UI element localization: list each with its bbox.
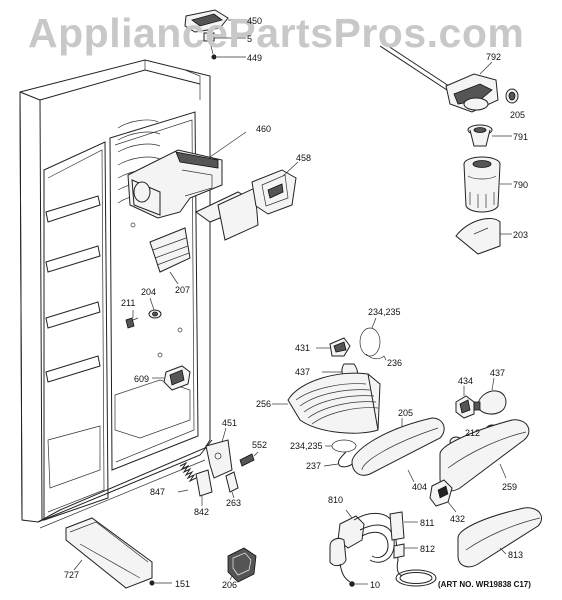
parts-434-437-212-259 [439,377,530,492]
callout-10: 10 [370,580,381,590]
callout-792: 792 [486,52,502,62]
part-609-bracket [152,365,191,391]
callout-842: 842 [194,507,210,517]
callout-790: 790 [513,180,529,190]
callout-458: 458 [296,153,312,163]
callout-259: 259 [502,482,518,492]
parts-810-811-812-harness [329,509,437,587]
part-432-switch [429,479,457,513]
callout-449: 449 [247,53,263,63]
callout-234-235: 234,235 [368,307,401,317]
callout-205-lower: 205 [398,408,414,418]
callout-437: 437 [295,367,311,377]
callout-847: 847 [150,487,166,497]
callout-811: 811 [420,518,435,528]
callout-813: 813 [508,550,524,560]
callout-404: 404 [412,482,428,492]
callout-791: 791 [513,132,529,142]
callout-206: 206 [222,580,238,590]
callout-237: 237 [306,461,322,471]
callout-451: 451 [222,418,238,428]
part-404-cover [351,417,445,483]
callout-205: 205 [510,110,526,120]
callout-460: 460 [256,124,272,134]
callout-431: 431 [295,343,311,353]
part-207-chute [149,227,191,285]
parts-431-236-437-256 [272,317,387,434]
callout-812: 812 [420,544,436,554]
art-number: (ART NO. WR19838 C17) [438,580,531,589]
part-727-grille [65,517,172,589]
callout-437-bulb: 437 [490,368,506,378]
callout-207: 207 [175,285,191,295]
callout-236: 236 [387,358,403,368]
parts-451-552-847-842-263 [177,427,259,506]
parts-237-clip [323,439,357,468]
part-206-cap [227,547,257,583]
callout-552: 552 [252,440,268,450]
callout-151: 151 [175,579,191,589]
part-450-hinge [184,9,246,60]
part-460-housing [127,131,247,219]
callout-203: 203 [513,230,529,240]
parts-211-204-fasteners [125,297,162,329]
callout-234-235-lower: 234,235 [290,441,323,451]
callout-5: 5 [247,34,253,44]
callout-432: 432 [450,514,466,524]
callout-212: 212 [465,428,481,438]
watermark: AppliancePartsPros.com [28,10,525,56]
callout-810: 810 [328,495,344,505]
callout-256: 256 [256,399,272,409]
refrigerator-cabinet [19,59,213,529]
filter-assembly [379,41,519,255]
callout-434: 434 [458,376,474,386]
callout-450: 450 [247,16,263,26]
callout-727: 727 [64,570,80,580]
callout-609: 609 [134,374,150,384]
callout-211: 211 [121,298,136,308]
callout-204: 204 [141,287,157,297]
part-813-cover [457,507,542,568]
part-458-shroud [195,161,299,241]
callout-263: 263 [226,498,242,508]
